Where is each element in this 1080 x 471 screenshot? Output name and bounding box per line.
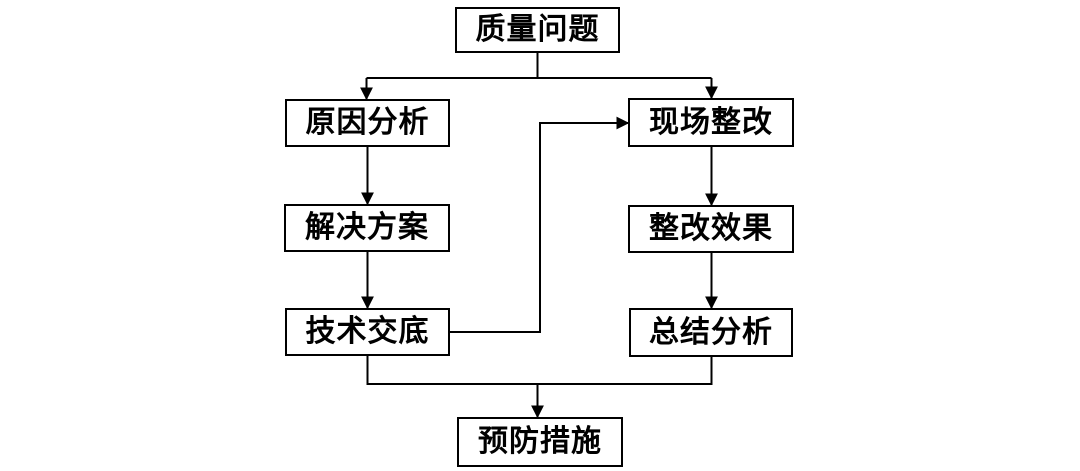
node-technical-disclosure: 技术交底 (285, 308, 450, 356)
node-site-rectification: 现场整改 (628, 98, 794, 147)
node-preventive-measures: 预防措施 (457, 417, 623, 467)
node-summary-analysis: 总结分析 (629, 308, 793, 357)
node-rectification-effect: 整改效果 (628, 205, 794, 253)
edge-technical-to-rectify (450, 116, 630, 333)
node-quality-problem: 质量问题 (455, 7, 620, 53)
node-solution: 解决方案 (284, 204, 450, 252)
edge-merge-rail (366, 356, 713, 385)
node-cause-analysis: 原因分析 (285, 99, 450, 147)
